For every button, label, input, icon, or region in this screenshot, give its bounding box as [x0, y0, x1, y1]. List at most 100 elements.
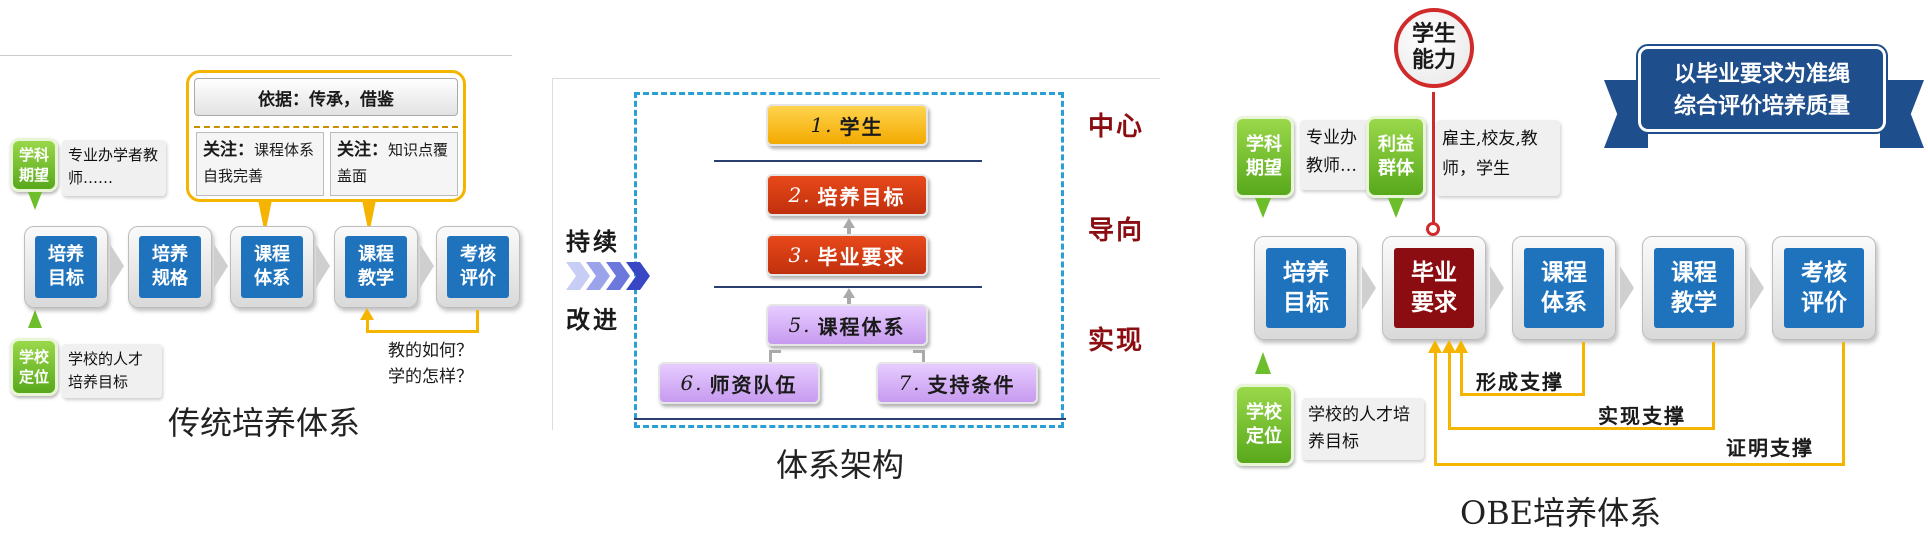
feedback-line [476, 310, 479, 332]
chevron-icon [214, 244, 228, 288]
focus-1-text: 课程体系自我完善 [203, 141, 315, 185]
side-label-oriented: 导向 [1088, 216, 1145, 246]
box-course-teaching: 课程教学 [1642, 236, 1746, 340]
teaching-questions: 教的如何？ 学的怎样？ [388, 338, 473, 390]
note-discipline: 专业办学者教师…… [62, 140, 166, 196]
bar-students: 1.学生 [766, 104, 928, 146]
focus-1-label: 关注： [203, 140, 254, 160]
support-line [1434, 463, 1845, 466]
note-discipline: 专业办教师… [1300, 120, 1370, 190]
bar-number: 5. [788, 313, 812, 337]
box-assessment: 考核评价 [436, 226, 520, 308]
box-course-teaching: 课程教学 [334, 226, 418, 308]
bar-graduation-requirement: 3.毕业要求 [766, 234, 928, 276]
tag-stakeholders: 利益群体 [1366, 116, 1426, 198]
support-line [1460, 393, 1585, 396]
note-school: 学校的人才培养目标 [62, 344, 162, 398]
support-line [1448, 350, 1451, 430]
label-realizing-support: 实现支撑 [1598, 404, 1686, 428]
feedback-line [366, 318, 369, 333]
tag-school-title: 学校定位 [18, 348, 49, 386]
support-arrow-icon [1454, 340, 1468, 353]
tag-school-positioning: 学校定位 [10, 338, 58, 396]
box-label: 培养目标 [48, 244, 84, 289]
box-graduation-requirement: 毕业要求 [1382, 236, 1486, 340]
chevron-icon [316, 244, 330, 288]
tag-pointer-up [1255, 352, 1271, 374]
tag-discipline-expectation: 学科期望 [10, 138, 58, 192]
chevron-icon [1750, 266, 1764, 310]
tag-school-positioning: 学校定位 [1234, 384, 1294, 466]
focus-box-1: 关注：课程体系自我完善 [196, 132, 324, 196]
ability-anchor-icon [1426, 222, 1440, 236]
feedback-line [366, 330, 479, 333]
focus-box-2: 关注：知识点覆盖面 [330, 132, 458, 196]
box-label: 课程教学 [1671, 260, 1717, 316]
box-training-objective: 培养目标 [1254, 236, 1358, 340]
tag-pointer-up [28, 310, 42, 328]
support-line [1842, 342, 1845, 466]
bar-number: 7. [898, 371, 922, 395]
banner-ribbon-right [1880, 80, 1924, 148]
framework-dashed-frame [634, 92, 1064, 428]
continuous-arrows-icon [566, 262, 650, 290]
tag-discipline-title: 学科期望 [18, 146, 49, 184]
basis-bracket [186, 70, 466, 202]
support-line [1582, 342, 1585, 396]
label-continuous: 持续 [566, 227, 620, 256]
note-school-text: 学校的人才培养目标 [68, 350, 144, 391]
tag-stakeholders-title: 利益群体 [1378, 134, 1414, 179]
chevron-icon [110, 244, 124, 288]
support-line [1448, 427, 1715, 430]
note-school-text: 学校的人才培养目标 [1308, 405, 1410, 452]
bar-faculty: 6.师资队伍 [658, 362, 820, 404]
evaluation-banner: 以毕业要求为准绳 综合评价培养质量 [1636, 44, 1888, 134]
tag-pointer-down [1388, 198, 1404, 218]
panel-top-line [0, 55, 512, 56]
label-improve: 改进 [566, 305, 620, 334]
student-ability-circle: 学生能力 [1394, 8, 1474, 88]
question-learning: 学的怎样？ [388, 367, 473, 387]
banner-line-2: 综合评价培养质量 [1673, 94, 1850, 119]
side-label-center: 中心 [1088, 112, 1145, 142]
support-arrow-icon [1428, 340, 1442, 353]
bar-label: 课程体系 [817, 314, 906, 339]
note-discipline-text: 专业办教师… [1306, 128, 1357, 176]
branch-connector [769, 350, 781, 362]
chevron-icon [1620, 266, 1634, 310]
note-stakeholders-text: 雇主,校友,教师，学生 [1442, 129, 1538, 179]
up-arrow-icon [843, 218, 855, 228]
support-line [1434, 350, 1437, 466]
box-label: 课程体系 [254, 244, 290, 289]
tag-pointer-down [28, 192, 42, 210]
branch-connector [913, 350, 925, 362]
chevron-icon [420, 244, 434, 288]
basis-divider [194, 126, 458, 128]
level-line [714, 286, 982, 288]
focus-2-text: 知识点覆盖面 [337, 141, 449, 185]
note-stakeholders: 雇主,校友,教师，学生 [1436, 120, 1560, 196]
bar-training-objective: 2.培养目标 [766, 174, 928, 216]
bar-label: 学生 [839, 114, 884, 139]
support-arrow-icon [1442, 340, 1456, 353]
banner-line-1: 以毕业要求为准绳 [1673, 62, 1850, 87]
bar-label: 支持条件 [927, 372, 1016, 397]
bar-number: 2. [788, 183, 812, 207]
box-label: 培养规格 [152, 244, 188, 289]
caption-obe: OBE培养体系 [1460, 494, 1662, 532]
focus-2-label: 关注： [337, 140, 388, 160]
chevron-icon [1490, 266, 1504, 310]
support-line [1460, 350, 1463, 396]
bar-label: 培养目标 [817, 184, 906, 209]
tag-school-title: 学校定位 [1246, 402, 1282, 447]
bar-number: 6. [680, 371, 704, 395]
label-proving-support: 证明支撑 [1726, 436, 1814, 460]
box-label: 课程体系 [1541, 260, 1587, 316]
basis-box: 依据：传承，借鉴 [194, 78, 458, 116]
label-forming-support: 形成支撑 [1476, 370, 1564, 394]
panel-top-line [552, 78, 1160, 79]
caption-framework: 体系架构 [776, 446, 905, 484]
bar-number: 3. [788, 243, 812, 267]
bar-number: 1. [810, 113, 834, 137]
support-line [1712, 342, 1715, 430]
